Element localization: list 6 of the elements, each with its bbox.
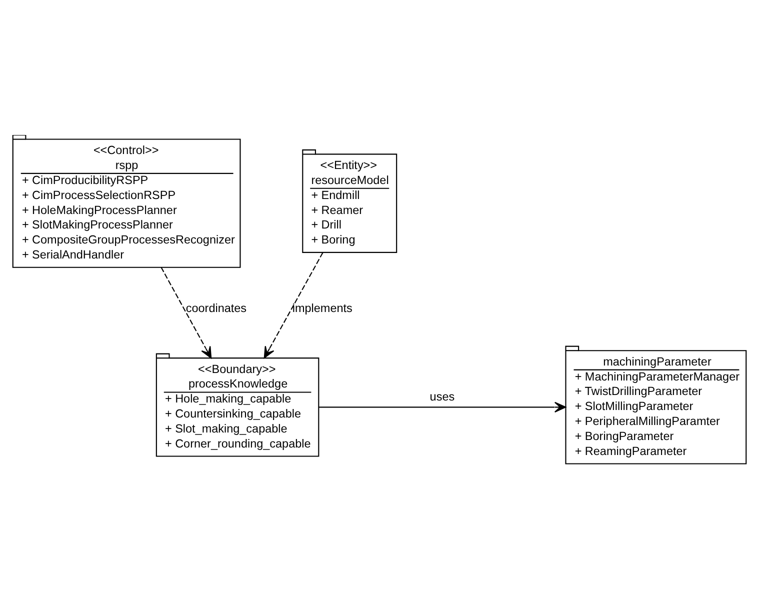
arrow [264, 252, 324, 358]
arrow [160, 267, 212, 358]
edge-label: implements [292, 302, 352, 315]
edge-label: coordinates [186, 302, 247, 315]
arrow [318, 402, 566, 412]
edge-label: uses [430, 390, 455, 404]
